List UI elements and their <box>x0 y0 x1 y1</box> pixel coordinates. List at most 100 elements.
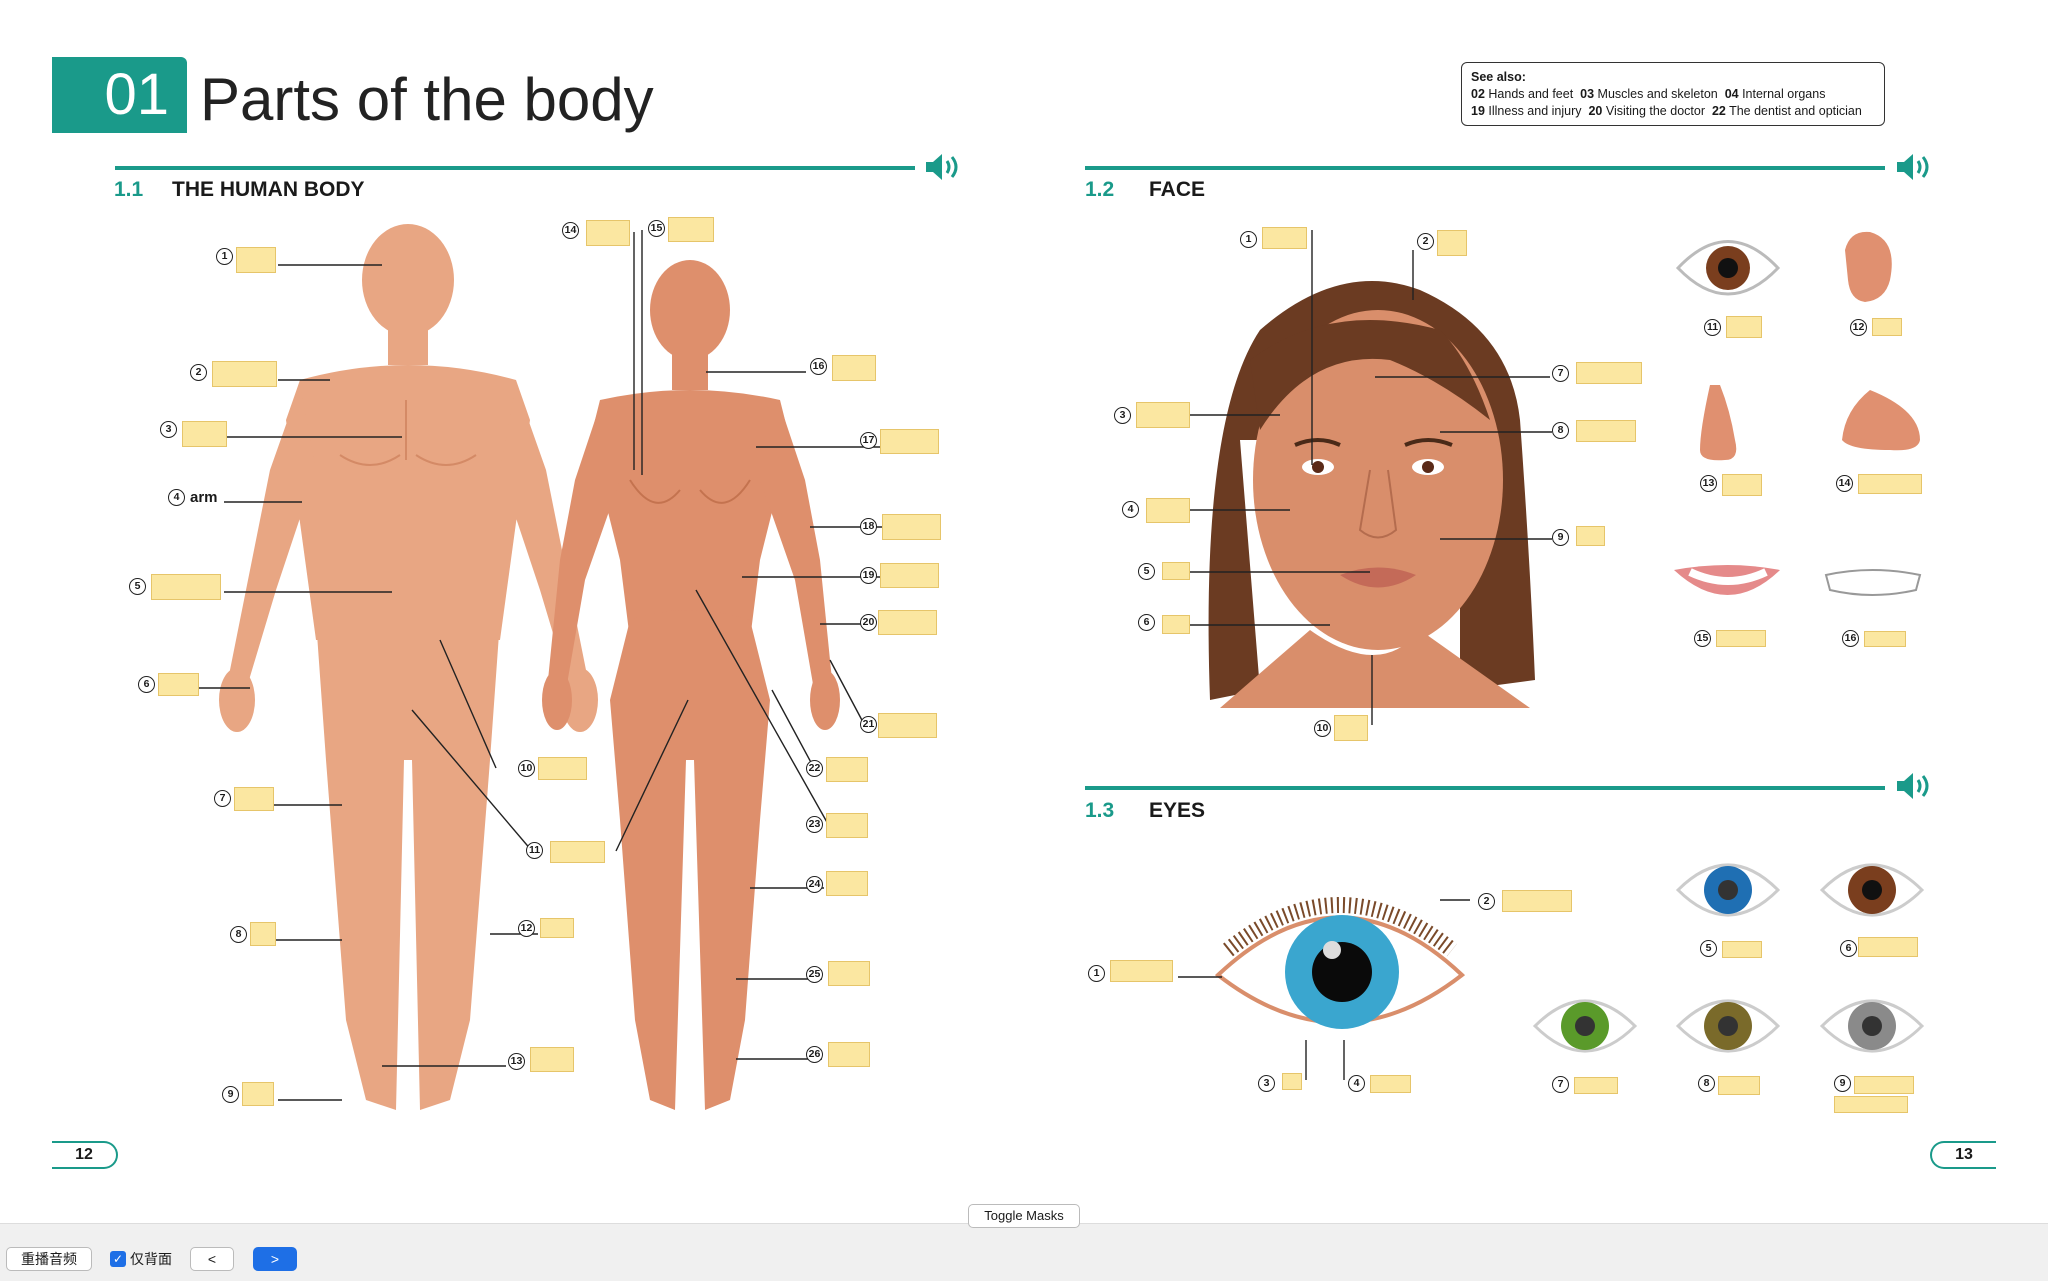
see-also-line-2: 19 Illness and injury 20 Visiting the do… <box>1471 104 1862 118</box>
answer-box[interactable] <box>158 673 199 696</box>
answer-box[interactable] <box>1136 402 1190 428</box>
label-number: 12 <box>1850 319 1867 336</box>
answer-box[interactable] <box>1858 937 1918 957</box>
answer-box[interactable] <box>1574 1077 1618 1094</box>
leader-lines <box>198 230 882 1101</box>
label-number: 8 <box>1552 422 1569 439</box>
face-illustration <box>1208 281 1535 708</box>
answer-box[interactable] <box>1722 941 1762 958</box>
answer-box[interactable] <box>586 220 630 246</box>
label-number: 2 <box>190 364 207 381</box>
label-number: 7 <box>214 790 231 807</box>
answer-box[interactable] <box>242 1082 274 1106</box>
answer-box[interactable] <box>1576 420 1636 442</box>
answer-box[interactable] <box>826 757 868 782</box>
label-number: 24 <box>806 876 823 893</box>
answer-box[interactable] <box>878 610 937 635</box>
answer-box[interactable] <box>1262 227 1307 249</box>
label-number: 13 <box>1700 475 1717 492</box>
page-number-left: 12 <box>52 1141 118 1169</box>
answer-box[interactable] <box>880 429 939 454</box>
see-also-heading: See also: <box>1471 70 1526 84</box>
back-only-label: 仅背面 <box>130 1251 172 1267</box>
answer-box[interactable] <box>1162 562 1190 580</box>
nose-front-part-illustration <box>1700 385 1737 461</box>
see-also-box: See also: 02 Hands and feet 03 Muscles a… <box>1461 62 1885 126</box>
answer-box[interactable] <box>880 563 939 588</box>
bottom-toolbar <box>0 1223 2048 1281</box>
next-button[interactable]: > <box>253 1247 297 1271</box>
answer-box[interactable] <box>234 787 274 811</box>
answer-box[interactable] <box>1834 1096 1908 1113</box>
answer-box[interactable] <box>1576 526 1605 546</box>
answer-box[interactable] <box>832 355 876 381</box>
speaker-icon[interactable] <box>1895 152 1933 182</box>
answer-box[interactable] <box>1716 630 1766 647</box>
label-number: 3 <box>1258 1075 1275 1092</box>
section-title-1: THE HUMAN BODY <box>172 178 365 201</box>
label-number: 8 <box>230 926 247 943</box>
answer-box[interactable] <box>1502 890 1572 912</box>
label-number: 16 <box>810 358 827 375</box>
lips-part-illustration <box>1674 565 1780 595</box>
section-number-1: 1.1 <box>114 178 144 201</box>
answer-box[interactable] <box>1854 1076 1914 1094</box>
label-number: 18 <box>860 518 877 535</box>
label-number: 13 <box>508 1053 525 1070</box>
speaker-icon[interactable] <box>1895 771 1933 801</box>
answer-box[interactable] <box>826 871 868 896</box>
answer-box[interactable] <box>236 247 276 273</box>
label-number: 9 <box>222 1086 239 1103</box>
toggle-masks-button[interactable]: Toggle Masks <box>968 1204 1080 1228</box>
answer-box[interactable] <box>878 713 937 738</box>
label-number: 12 <box>518 920 535 937</box>
label-number: 3 <box>160 421 177 438</box>
answer-box[interactable] <box>1718 1076 1760 1095</box>
answer-box[interactable] <box>1864 631 1906 647</box>
replay-audio-button[interactable]: 重播音频 <box>6 1247 92 1271</box>
page-number-right: 13 <box>1930 1141 1996 1169</box>
answer-box[interactable] <box>1334 715 1368 741</box>
answer-box[interactable] <box>540 918 574 938</box>
answer-box[interactable] <box>182 421 227 447</box>
back-only-checkbox[interactable]: ✓ 仅背面 <box>110 1249 172 1269</box>
teeth-part-illustration <box>1824 569 1922 596</box>
section-title-2: FACE <box>1149 178 1206 201</box>
checkbox-icon[interactable]: ✓ <box>110 1251 126 1267</box>
answer-box[interactable] <box>1146 498 1190 523</box>
answer-box[interactable] <box>1726 316 1762 338</box>
answer-box[interactable] <box>826 813 868 838</box>
label-number: 3 <box>1114 407 1131 424</box>
answer-box[interactable] <box>538 757 587 780</box>
eye-part-illustration <box>1675 240 1781 296</box>
label-number: 4 <box>1122 501 1139 518</box>
answer-box[interactable] <box>212 361 277 387</box>
chapter-title: Parts of the body <box>200 66 654 133</box>
answer-box[interactable] <box>1282 1073 1302 1090</box>
answer-box[interactable] <box>151 574 221 600</box>
answer-box[interactable] <box>530 1047 574 1072</box>
answer-box[interactable] <box>1872 318 1902 336</box>
section-rule-2 <box>1085 166 1885 170</box>
answer-box[interactable] <box>882 514 941 540</box>
answer-box[interactable] <box>1370 1075 1411 1093</box>
prev-button[interactable]: < <box>190 1247 234 1271</box>
answer-box[interactable] <box>1722 474 1762 496</box>
label-number: 16 <box>1842 630 1859 647</box>
answer-box[interactable] <box>1576 362 1642 384</box>
label-number: 6 <box>1840 940 1857 957</box>
eye-blue-illustration <box>1675 863 1781 917</box>
answer-box[interactable] <box>1858 474 1922 494</box>
answer-box[interactable] <box>1162 615 1190 634</box>
answer-box[interactable] <box>1110 960 1173 982</box>
answer-box[interactable] <box>550 841 605 863</box>
label-number: 21 <box>860 716 877 733</box>
answer-box[interactable] <box>1437 230 1467 256</box>
answer-box[interactable] <box>828 1042 870 1067</box>
answer-box[interactable] <box>828 961 870 986</box>
speaker-icon[interactable] <box>924 152 962 182</box>
answer-box[interactable] <box>668 217 714 242</box>
answer-box[interactable] <box>250 922 276 946</box>
label-number: 9 <box>1552 529 1569 546</box>
label-number: 26 <box>806 1046 823 1063</box>
